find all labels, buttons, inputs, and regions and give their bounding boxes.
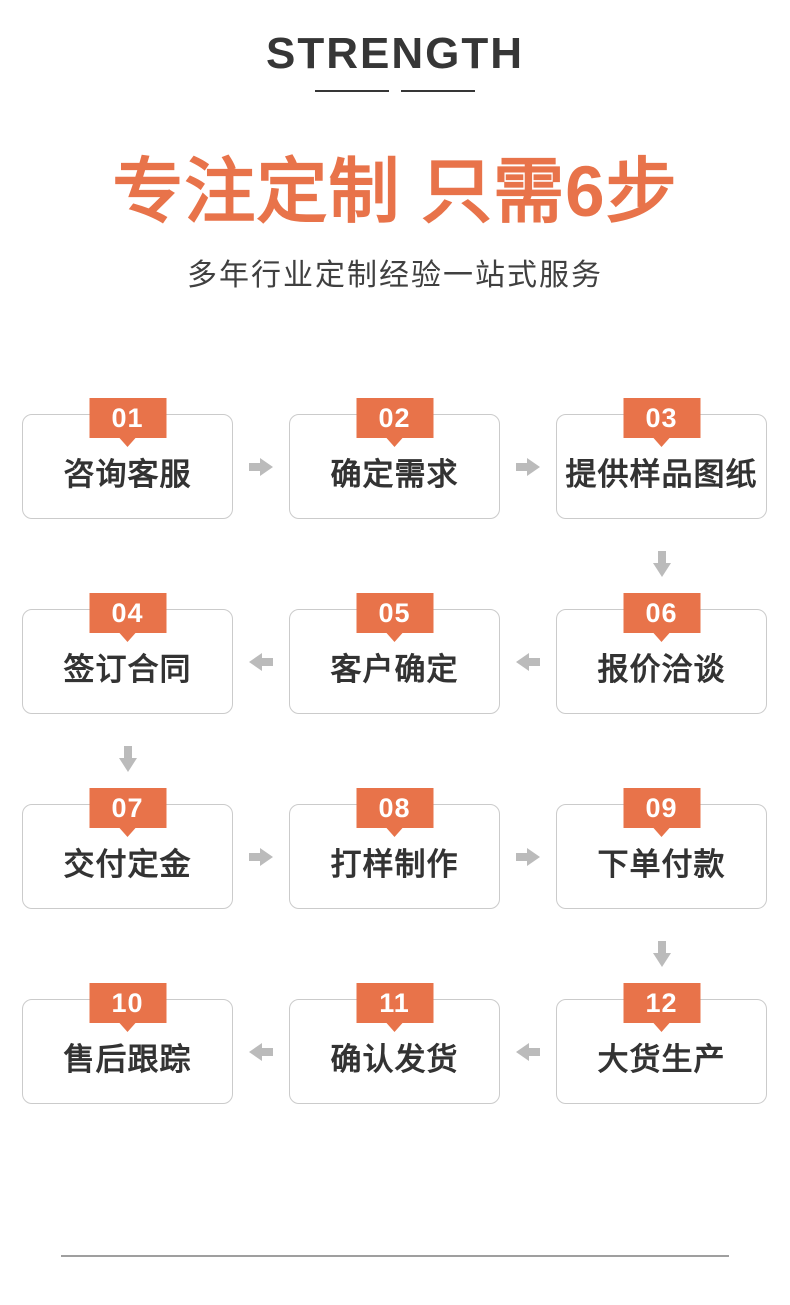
step-number-badge: 09 (623, 788, 700, 828)
connector-cell (233, 999, 289, 1104)
process-row-1: 01 咨询客服 02 确定需求 03 提供样品图纸 (22, 398, 768, 519)
step-label: 下单付款 (597, 847, 726, 882)
title-underline (0, 90, 790, 92)
step-number-badge: 11 (356, 983, 433, 1023)
step-card-07: 07 交付定金 (22, 788, 233, 909)
step-label: 交付定金 (63, 847, 192, 882)
arrow-down-icon (652, 551, 671, 577)
connector-cell (500, 999, 556, 1104)
step-number-badge: 07 (89, 788, 166, 828)
row-spacer-2 (22, 714, 768, 804)
step-card-02: 02 确定需求 (289, 398, 500, 519)
connector-cell (233, 804, 289, 909)
step-label: 提供样品图纸 (565, 457, 758, 492)
row-spacer-1 (22, 519, 768, 609)
row-spacer-3 (22, 909, 768, 999)
step-label: 确认发货 (330, 1042, 459, 1077)
step-label: 售后跟踪 (63, 1042, 192, 1077)
connector-cell (233, 609, 289, 714)
arrow-right-icon (516, 847, 540, 866)
step-number-badge: 06 (623, 593, 700, 633)
step-label: 签订合同 (63, 652, 192, 687)
step-label: 确定需求 (330, 457, 459, 492)
arrow-left-icon (516, 1042, 540, 1061)
step-card-05: 05 客户确定 (289, 593, 500, 714)
step-label: 咨询客服 (63, 457, 192, 492)
arrow-right-icon (249, 847, 273, 866)
arrow-left-icon (249, 1042, 273, 1061)
process-row-3: 07 交付定金 08 打样制作 09 下单付款 (22, 788, 768, 909)
process-row-2: 04 签订合同 05 客户确定 06 报价洽谈 (22, 593, 768, 714)
step-number-badge: 12 (623, 983, 700, 1023)
arrow-down-icon (652, 941, 671, 967)
process-flow-grid: 01 咨询客服 02 确定需求 03 提供样品图纸 (0, 398, 790, 1104)
step-number-badge: 02 (356, 398, 433, 438)
step-number-badge: 10 (89, 983, 166, 1023)
arrow-left-icon (516, 652, 540, 671)
connector-cell (500, 804, 556, 909)
connector-cell (500, 609, 556, 714)
sub-heading: 多年行业定制经验一站式服务 (187, 259, 603, 292)
arrow-right-icon (249, 457, 273, 476)
step-card-09: 09 下单付款 (556, 788, 767, 909)
step-number-badge: 08 (356, 788, 433, 828)
underline-right-segment (401, 90, 475, 92)
step-number-badge: 04 (89, 593, 166, 633)
step-label: 大货生产 (597, 1042, 726, 1077)
step-card-06: 06 报价洽谈 (556, 593, 767, 714)
step-card-03: 03 提供样品图纸 (556, 398, 767, 519)
step-number-badge: 03 (623, 398, 700, 438)
process-row-4: 10 售后跟踪 11 确认发货 12 大货生产 (22, 983, 768, 1104)
arrow-down-icon (118, 746, 137, 772)
step-number-badge: 05 (356, 593, 433, 633)
step-label: 客户确定 (330, 652, 459, 687)
arrow-left-icon (249, 652, 273, 671)
connector-cell (500, 414, 556, 519)
step-card-11: 11 确认发货 (289, 983, 500, 1104)
main-heading: 专注定制 只需6步 (112, 153, 678, 232)
arrow-right-icon (516, 457, 540, 476)
underline-left-segment (315, 90, 389, 92)
step-card-10: 10 售后跟踪 (22, 983, 233, 1104)
step-card-12: 12 大货生产 (556, 983, 767, 1104)
step-label: 打样制作 (330, 847, 459, 882)
section-title: STRENGTH (266, 29, 524, 78)
strength-section: STRENGTH 专注定制 只需6步 多年行业定制经验一站式服务 01 咨询客服… (0, 32, 790, 1257)
bottom-divider (61, 1255, 729, 1257)
step-card-01: 01 咨询客服 (22, 398, 233, 519)
step-card-04: 04 签订合同 (22, 593, 233, 714)
step-card-08: 08 打样制作 (289, 788, 500, 909)
connector-cell (233, 414, 289, 519)
step-number-badge: 01 (89, 398, 166, 438)
step-label: 报价洽谈 (597, 652, 726, 687)
